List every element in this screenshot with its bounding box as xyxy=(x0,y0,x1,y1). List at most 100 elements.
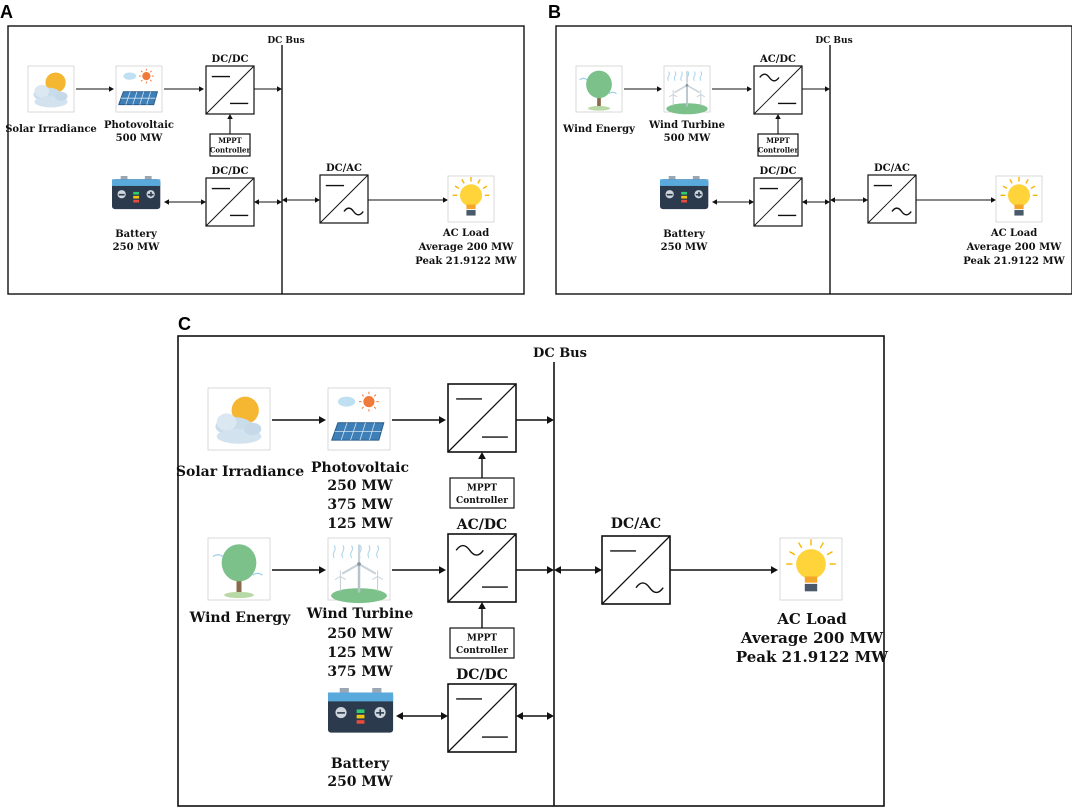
mppt-box xyxy=(449,477,515,509)
converter-diagonal xyxy=(753,65,803,115)
arrow-head xyxy=(547,416,554,424)
load-label: AC Load xyxy=(990,228,1037,239)
dc-bus-label: DC Bus xyxy=(533,346,587,361)
battery-converter-arrow xyxy=(396,712,448,720)
load-peak: Peak 21.9122 MW xyxy=(736,648,889,666)
arrow-head xyxy=(315,197,320,203)
battery-converter xyxy=(447,683,517,753)
inverter-label: DC/AC xyxy=(874,163,910,174)
arrow-head xyxy=(830,197,835,203)
wind-to-turbine-arrow xyxy=(272,566,326,574)
arrow-head xyxy=(109,86,114,92)
arrow-head xyxy=(554,566,561,574)
battery-label: Battery xyxy=(663,229,706,240)
wt-converter-label: AC/DC xyxy=(456,517,507,533)
pv-to-converter-arrow xyxy=(392,416,446,424)
arrow-head xyxy=(595,566,602,574)
solar-to-pv-arrow xyxy=(272,416,326,424)
wt-rating: 125 MW xyxy=(327,645,393,661)
arrow-head xyxy=(164,199,169,205)
generator-converter xyxy=(753,65,803,115)
pv-rating: 250 MW xyxy=(327,478,393,494)
arrow-head xyxy=(478,452,486,459)
load-average: Average 200 MW xyxy=(418,242,515,253)
arrow-head xyxy=(277,86,282,92)
bus-inverter-arrow xyxy=(554,566,602,574)
inverter-to-load-arrow xyxy=(916,197,996,203)
ac-wave-symbol xyxy=(891,207,912,216)
inverter-box xyxy=(601,535,671,605)
generator-label: Photovoltaic xyxy=(104,120,174,131)
arrow-head xyxy=(443,197,448,203)
mppt-label-line1: MPPT xyxy=(766,136,790,145)
converter-to-bus-arrow xyxy=(802,86,830,92)
battery-label: Battery xyxy=(115,229,158,240)
light-bulb-icon xyxy=(995,175,1043,223)
icon-frame xyxy=(575,65,623,113)
bus-inverter-arrow xyxy=(830,197,868,203)
arrow-head xyxy=(775,114,781,119)
arrow-head xyxy=(227,114,233,119)
arrow-head xyxy=(547,566,554,574)
mppt-label-line2: Controller xyxy=(456,646,508,656)
panel-letter: A xyxy=(0,2,13,22)
arrow-head xyxy=(771,566,778,574)
wt-converter-to-bus-arrow xyxy=(516,566,554,574)
wt-converter xyxy=(447,533,517,603)
load-average: Average 200 MW xyxy=(966,242,1063,253)
arrow-head xyxy=(277,199,282,205)
battery-label: Battery xyxy=(331,756,390,772)
converter-diagonal xyxy=(447,383,517,453)
wt-label: Wind Turbine xyxy=(306,606,414,622)
battery-rating: 250 MW xyxy=(113,242,160,253)
arrow-head xyxy=(749,199,754,205)
wind-turbine-icon xyxy=(663,65,711,115)
arrow-head xyxy=(199,86,204,92)
arrow-head xyxy=(319,566,326,574)
source-label: Wind Energy xyxy=(562,124,636,135)
source-label: Solar Irradiance xyxy=(5,124,97,135)
battery-converter-arrow xyxy=(164,199,206,205)
battery-converter-label: DC/DC xyxy=(212,166,249,177)
arrow-head xyxy=(863,197,868,203)
battery-icon xyxy=(660,176,709,210)
arrow-head xyxy=(396,712,403,720)
pv-converter-to-bus-arrow xyxy=(516,416,554,424)
pv-rating: 375 MW xyxy=(327,497,393,513)
icon-frame xyxy=(207,537,271,601)
arrow-head xyxy=(657,86,662,92)
generator-label: Wind Turbine xyxy=(648,120,725,131)
inverter-box xyxy=(867,174,917,224)
converter-diagonal xyxy=(319,174,369,224)
solar-panel-icon xyxy=(115,65,163,113)
dc-bus-label: DC Bus xyxy=(815,36,852,46)
generator-rating: 500 MW xyxy=(664,133,711,144)
icon-frame xyxy=(995,175,1043,223)
arrow-head xyxy=(516,712,523,720)
generator-converter-label: AC/DC xyxy=(759,54,796,65)
mppt-label-line2: Controller xyxy=(758,145,799,154)
converter-diagonal xyxy=(447,683,517,753)
ac-wave-symbol xyxy=(759,73,780,82)
panel-frame xyxy=(7,25,525,295)
generator-to-converter-arrow xyxy=(712,86,752,92)
battery-bus-arrow xyxy=(254,199,282,205)
converter-diagonal xyxy=(205,177,255,227)
battery-rating: 250 MW xyxy=(327,774,393,790)
icon-frame xyxy=(327,387,391,451)
wind-turbine-icon xyxy=(327,537,391,604)
mppt-control-arrow xyxy=(775,114,781,134)
arrow-head xyxy=(547,712,554,720)
mppt-solar-control-arrow xyxy=(478,452,486,478)
arrow-head xyxy=(712,199,717,205)
light-bulb-icon xyxy=(779,537,843,601)
source-to-generator-arrow xyxy=(624,86,662,92)
tree-wind-icon xyxy=(575,65,623,113)
converter-diagonal xyxy=(205,65,255,115)
mppt-box xyxy=(449,627,515,659)
arrow-head xyxy=(825,86,830,92)
battery-converter-arrow xyxy=(712,199,754,205)
mppt-wind-control-arrow xyxy=(478,602,486,628)
